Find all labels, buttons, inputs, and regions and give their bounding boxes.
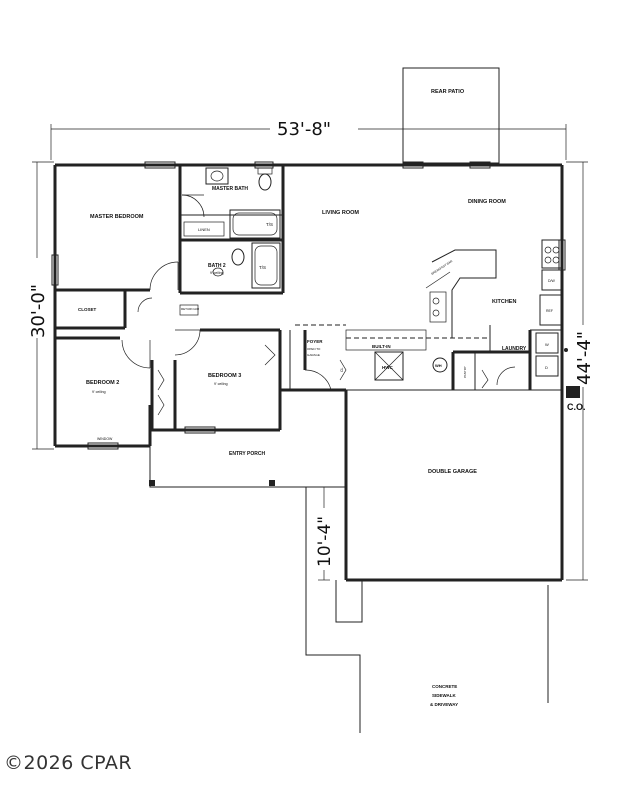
rear-patio-label: REAR PATIO [431, 89, 465, 95]
foyer-note-1: OPEN TO [307, 347, 321, 351]
master-bath-label: MASTER BATH [212, 186, 248, 192]
door-swings [121, 194, 516, 416]
tub-1-label: T/S [266, 222, 273, 227]
washer-label: W [545, 342, 549, 347]
cl-label: CL [340, 367, 344, 372]
closet-label: CLOSET [78, 307, 97, 312]
sidewalk-label-3: & DRIVEWAY [430, 702, 458, 707]
return-air-label: RETURN AIR [181, 307, 200, 311]
kitchen-outline: D/W REF [295, 239, 563, 352]
copyright-watermark: ©2026 CPAR [4, 752, 133, 774]
bedroom-3-ceiling: 9' ceiling [214, 382, 228, 386]
laundry-label: LAUNDRY [502, 346, 527, 352]
foyer-label: FOYER [307, 339, 323, 344]
left-depth-dimension: 30'-0" [27, 161, 54, 450]
misc-symbols [179, 304, 580, 398]
co-label: C.O. [567, 402, 586, 412]
bedroom-2-label: BEDROOM 2 [86, 380, 119, 386]
bath-2-ceiling: 9' ceiling [210, 271, 224, 275]
right-depth-text: 44'-4" [574, 331, 595, 385]
window-note: WINDOW [97, 437, 113, 441]
exterior-walls [53, 163, 564, 582]
driveway [305, 487, 549, 733]
built-in-label: BUILT-IN [372, 344, 391, 349]
rear-patio: REAR PATIO [402, 67, 500, 164]
wh-label: WH [435, 363, 442, 368]
tub-2-label: T/S [259, 265, 266, 270]
bath-fixtures: T/S T/S [183, 167, 281, 289]
living-room-label: LIVING ROOM [322, 210, 359, 216]
bedroom-2-ceiling: 9' ceiling [92, 390, 106, 394]
sidewalk-label-1: CONCRETE [432, 684, 457, 689]
width-dimension: 53'-8" [50, 118, 567, 160]
laundry-appliances: W D [535, 332, 559, 377]
entry-porch: ENTRY PORCH [149, 446, 346, 488]
garage-extension-text: 10'-4" [315, 516, 335, 567]
dryer-label: D [545, 365, 548, 370]
master-bedroom-label: MASTER BEDROOM [90, 214, 144, 220]
sidewalk-label-2: SIDEWALK [432, 693, 457, 698]
room-labels: MASTER BEDROOM MASTER BATH LIVING ROOM D… [78, 186, 586, 707]
dining-room-label: DINING ROOM [468, 199, 506, 205]
pantry-label: PANTRY [463, 366, 467, 378]
windows: WINDOW [51, 161, 566, 450]
left-depth-text: 30'-0" [28, 284, 49, 338]
dw-label: D/W [548, 279, 556, 283]
foyer-note-2: GARAGE [307, 353, 320, 357]
right-depth-dimension: 44'-4" [566, 161, 595, 581]
ref-label: REF [546, 309, 553, 313]
interior-walls [55, 165, 562, 430]
garage-extension-dimension: 10'-4" [314, 486, 335, 581]
width-dimension-text: 53'-8" [277, 119, 331, 140]
kitchen-label: KITCHEN [492, 299, 516, 305]
double-garage-label: DOUBLE GARAGE [428, 469, 477, 475]
linen-label: LINEN [198, 227, 210, 232]
entry-porch-label: ENTRY PORCH [229, 451, 266, 457]
hwc-label: HWC [382, 365, 393, 370]
bath-2-label: BATH 2 [208, 263, 226, 269]
bedroom-3-label: BEDROOM 3 [208, 373, 241, 379]
